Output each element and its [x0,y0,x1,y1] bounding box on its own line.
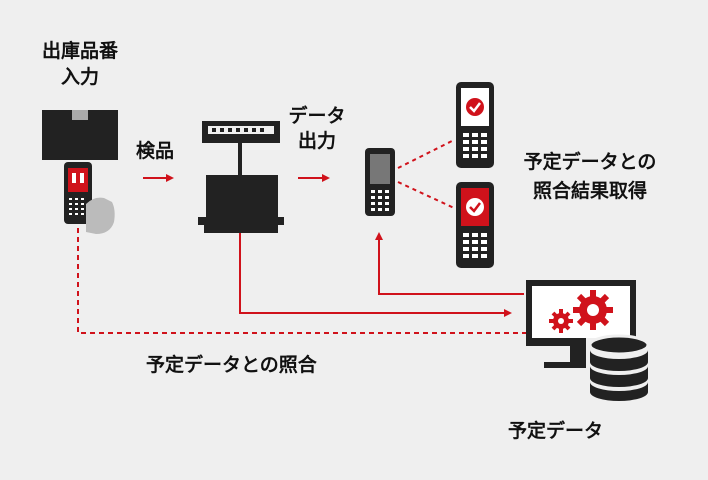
weighing-scale-icon [198,121,284,233]
result-terminal-bottom-icon [456,182,494,268]
shipping-input-line1: 出庫品番 [41,40,118,62]
gears-icon [549,290,613,333]
checkmark-icon [469,102,481,113]
checkmark-icon [469,202,481,213]
database-icon [586,334,652,401]
data-output-label: データ 出力 [280,104,354,154]
result-line1: 予定データとの [523,151,657,173]
result-line2: 照合結果取得 [532,180,647,202]
arrow-to-terminal-from-server [375,232,524,295]
link-to-result-bottom [397,181,455,209]
shipping-input-label: 出庫品番 入力 [25,38,135,90]
hand-held-scanner-icon [64,162,115,234]
link-to-result-top [397,139,455,169]
data-output-line2: 出力 [297,130,336,152]
inspection-label: 検品 [136,140,175,162]
planned-data-label: 予定データ [508,420,604,442]
handheld-terminal-icon [365,148,395,216]
matching-label: 予定データとの照合 [146,354,317,376]
arrow-scale-to-server [239,233,512,317]
cardboard-box-icon [42,110,118,160]
result-label: 予定データとの 照合結果取得 [500,148,680,206]
data-output-line1: データ [288,105,346,127]
result-terminal-top-icon [456,82,494,168]
shipping-input-line2: 入力 [60,66,99,88]
